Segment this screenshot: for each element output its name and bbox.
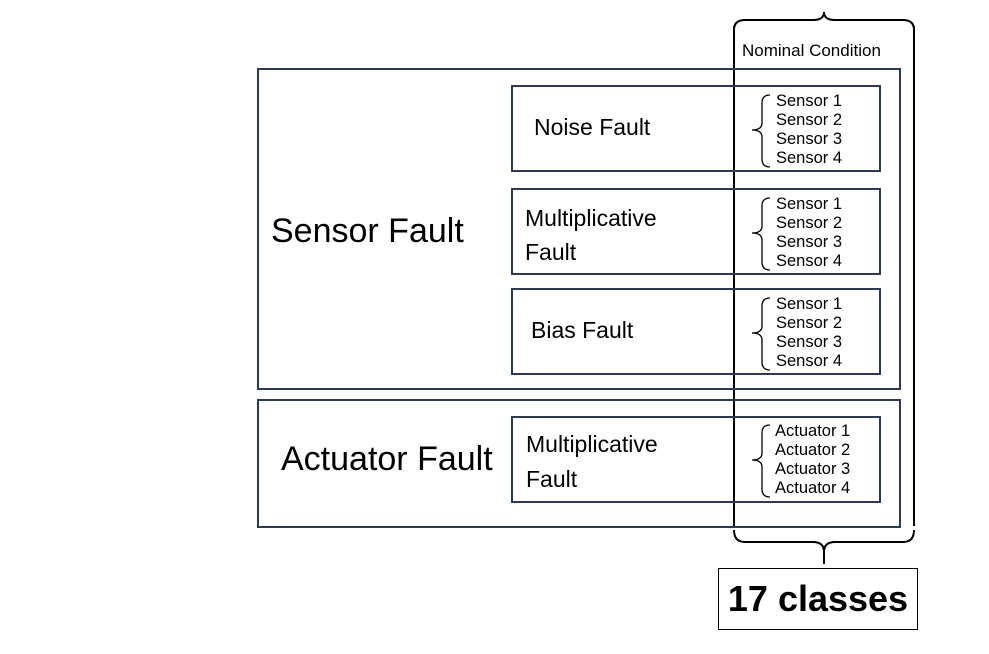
sensor-multiplicative-label-line1: Multiplicative <box>525 205 657 231</box>
list-item: Sensor 2 <box>776 111 843 129</box>
noise-fault-brace <box>751 94 771 168</box>
actuator-list: Actuator 1 Actuator 2 Actuator 3 Actuato… <box>775 422 850 498</box>
sensor-multiplicative-label-line2: Fault <box>525 239 577 265</box>
list-item: Sensor 4 <box>776 352 843 370</box>
actuator-fault-group <box>257 399 901 528</box>
bias-fault-box <box>511 288 881 375</box>
sensor-multiplicative-brace <box>751 197 771 271</box>
actuator-multiplicative-brace <box>751 424 771 498</box>
list-item: Actuator 4 <box>775 479 851 497</box>
list-item: Sensor 3 <box>776 333 843 351</box>
list-item: Actuator 3 <box>775 460 851 478</box>
noise-fault-label: Noise Fault <box>534 114 651 140</box>
actuator-multiplicative-label-line2: Fault <box>526 466 578 492</box>
nominal-condition-label: Nominal Condition <box>742 41 881 60</box>
list-item: Sensor 1 <box>776 92 843 110</box>
list-item: Sensor 4 <box>776 149 843 167</box>
list-item: Sensor 4 <box>776 252 843 270</box>
sensor-multiplicative-fault-box <box>511 188 881 275</box>
noise-fault-box <box>511 85 881 172</box>
list-item: Sensor 1 <box>776 195 843 213</box>
actuator-multiplicative-label-line1: Multiplicative <box>526 431 658 457</box>
list-item: Sensor 2 <box>776 214 843 232</box>
bias-fault-sensor-list: Sensor 1 Sensor 2 Sensor 3 Sensor 4 <box>776 295 842 371</box>
actuator-fault-label: Actuator Fault <box>281 440 493 478</box>
list-item: Sensor 3 <box>776 233 843 251</box>
sensor-fault-label: Sensor Fault <box>271 212 464 250</box>
noise-fault-sensor-list: Sensor 1 Sensor 2 Sensor 3 Sensor 4 <box>776 92 842 168</box>
total-classes-box: 17 classes <box>718 568 918 630</box>
sensor-multiplicative-sensor-list: Sensor 1 Sensor 2 Sensor 3 Sensor 4 <box>776 195 842 271</box>
actuator-multiplicative-fault-box <box>511 416 881 503</box>
list-item: Sensor 3 <box>776 130 843 148</box>
list-item: Sensor 2 <box>776 314 843 332</box>
list-item: Sensor 1 <box>776 295 843 313</box>
sensor-fault-group <box>257 68 901 390</box>
list-item: Actuator 2 <box>775 441 851 459</box>
bias-fault-label: Bias Fault <box>531 317 634 343</box>
top-bracket <box>733 11 915 31</box>
nominal-condition-bracket <box>733 26 915 526</box>
list-item: Actuator 1 <box>775 422 851 440</box>
bottom-bracket <box>733 529 915 564</box>
bias-fault-brace <box>751 297 771 371</box>
